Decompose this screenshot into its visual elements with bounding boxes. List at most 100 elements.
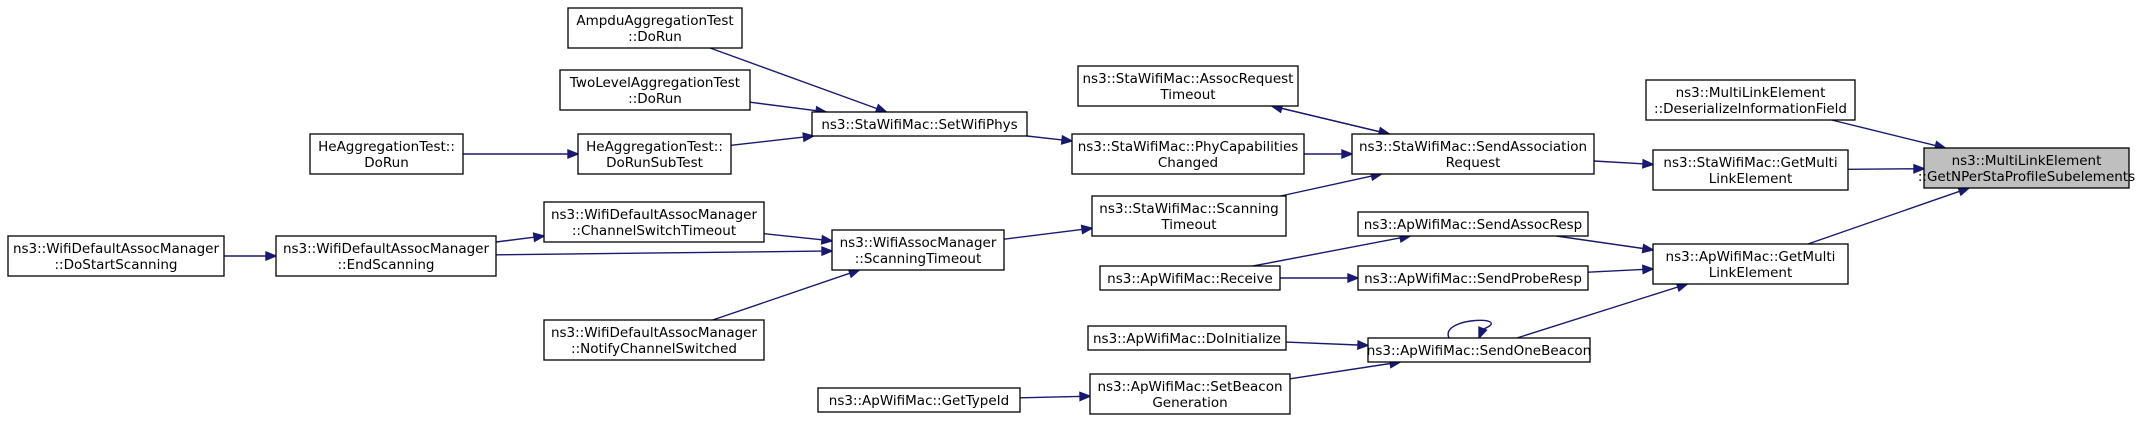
node-label: ns3::StaWifiMac::PhyCapabilities	[1078, 139, 1299, 155]
node-label: ns3::MultiLinkElement	[1676, 85, 1826, 101]
node-label: TwoLevelAggregationTest	[569, 75, 740, 91]
node-label: ::ScanningTimeout	[855, 251, 982, 267]
edge-sendonebeacon-to-ap_getml	[1516, 282, 1690, 339]
node-box	[1077, 65, 1299, 107]
node-box	[1367, 337, 1591, 363]
edge-setwifiphys-to-phycap	[1026, 134, 1074, 145]
edge-endscan-to-chswto	[495, 232, 546, 243]
node-label: ns3::WifiDefaultAssocManager	[551, 325, 758, 341]
edge-line	[730, 136, 804, 146]
edge-line	[1516, 286, 1679, 339]
edge-line	[1003, 228, 1083, 240]
node-box	[1071, 133, 1305, 175]
node-label: ns3::WifiDefaultAssocManager	[551, 207, 758, 223]
node-box	[1652, 149, 1849, 191]
edge-line	[749, 101, 817, 112]
node-sendproberesp[interactable]: ns3::ApWifiMac::SendProbeResp	[1357, 265, 1589, 291]
node-hesub[interactable]: HeAggregationTest::DoRunSubTest	[577, 133, 732, 175]
edge-line	[1019, 395, 1081, 399]
arrow-head	[1641, 243, 1655, 254]
node-box	[309, 133, 464, 175]
node-chswto[interactable]: ns3::WifiDefaultAssocManager::ChannelSwi…	[543, 201, 765, 243]
node-box	[1087, 325, 1287, 351]
node-label: Generation	[1152, 395, 1227, 411]
node-label: HeAggregationTest::	[318, 139, 455, 155]
arrow-head	[1913, 163, 1926, 174]
node-label: ns3::WifiDefaultAssocManager	[283, 241, 490, 257]
node-label: ns3::ApWifiMac::Receive	[1107, 271, 1273, 287]
edge-sendproberesp-to-ap_getml	[1587, 264, 1655, 275]
node-label: LinkElement	[1709, 265, 1793, 281]
node-label: DoRun	[364, 155, 409, 171]
node-notifych[interactable]: ns3::WifiDefaultAssocManager::NotifyChan…	[543, 319, 765, 361]
node-label: ns3::ApWifiMac::GetTypeId	[829, 393, 1009, 409]
edge-scanto-to-sendassocreq	[1280, 171, 1384, 197]
arrow-head	[874, 103, 889, 114]
node-endscan[interactable]: ns3::WifiDefaultAssocManager::EndScannin…	[275, 235, 497, 277]
node-label: ns3::WifiAssocManager	[840, 235, 997, 251]
node-label: Request	[1446, 155, 1501, 171]
node-herun[interactable]: HeAggregationTest::DoRun	[309, 133, 464, 175]
arrow-head	[1060, 134, 1074, 145]
edge-line	[1280, 175, 1372, 197]
node-deser[interactable]: ns3::MultiLinkElement::DeserializeInform…	[1645, 79, 1856, 121]
node-sendassocresp[interactable]: ns3::ApWifiMac::SendAssocResp	[1357, 211, 1589, 237]
node-label: HeAggregationTest::	[586, 139, 723, 155]
node-label: ns3::ApWifiMac::DoInitialize	[1093, 331, 1281, 347]
edge-sendassocreq-to-sta_getml	[1593, 158, 1655, 169]
arrow-head	[1347, 272, 1360, 284]
node-label: ::NotifyChannelSwitched	[571, 341, 737, 357]
node-box	[1652, 243, 1849, 285]
node-label: ns3::MultiLinkElement	[1952, 153, 2102, 169]
arrow-head	[265, 250, 278, 262]
arrow-head	[532, 232, 546, 243]
node-gettypeid[interactable]: ns3::ApWifiMac::GetTypeId	[817, 387, 1021, 413]
edge-phycap-to-sendassocreq	[1304, 148, 1354, 160]
arrow-head	[1341, 148, 1354, 160]
node-box	[567, 7, 743, 49]
arrow-head	[567, 148, 580, 160]
node-scanto[interactable]: ns3::StaWifiMac::ScanningTimeout	[1091, 195, 1287, 237]
edge-line	[495, 236, 535, 243]
node-sendonebeacon[interactable]: ns3::ApWifiMac::SendOneBeacon	[1367, 337, 1591, 363]
node-assocscanto[interactable]: ns3::WifiAssocManager::ScanningTimeout	[831, 229, 1005, 271]
arrow-head	[1478, 326, 1488, 340]
edge-line	[1289, 362, 1391, 380]
node-setwifiphys[interactable]: ns3::StaWifiMac::SetWifiPhys	[811, 111, 1028, 137]
edge-line	[495, 250, 823, 256]
node-label: AmpduAggregationTest	[576, 13, 733, 29]
node-label: ::DeserializeInformationField	[1654, 101, 1847, 117]
arrow-head	[821, 246, 834, 257]
node-label: Timeout	[1160, 217, 1216, 233]
node-label: ::ChannelSwitchTimeout	[572, 223, 736, 239]
edge-line	[712, 272, 851, 321]
arrow-head	[1080, 224, 1094, 235]
node-label: ns3::StaWifiMac::GetMulti	[1663, 155, 1837, 171]
edge-doinit-to-sendonebeacon	[1285, 339, 1370, 351]
edge-deser-to-getnper	[1831, 119, 1948, 151]
node-getnper[interactable]: ns3::MultiLinkElement::GetNPerStaProfile…	[1918, 147, 2135, 189]
node-box	[275, 235, 497, 277]
node-twolevel[interactable]: TwoLevelAggregationTest::DoRun	[559, 69, 751, 111]
node-ampdu[interactable]: AmpduAggregationTest::DoRun	[567, 7, 743, 49]
node-box	[543, 201, 765, 243]
node-box	[7, 235, 225, 277]
node-label: ns3::ApWifiMac::SendOneBeacon	[1367, 343, 1591, 359]
arrow-head	[1642, 158, 1655, 169]
edge-sendassocresp-to-ap_getml	[1556, 235, 1655, 254]
node-label: DoRunSubTest	[606, 155, 703, 171]
node-box	[831, 229, 1005, 271]
edge-line	[1281, 107, 1390, 135]
node-doinit[interactable]: ns3::ApWifiMac::DoInitialize	[1087, 325, 1287, 351]
node-dostartscan[interactable]: ns3::WifiDefaultAssocManager::DoStartSca…	[7, 235, 225, 277]
node-receive[interactable]: ns3::ApWifiMac::Receive	[1099, 265, 1281, 291]
edge-endscan-to-assocscanto	[495, 246, 834, 257]
edge-line	[1807, 190, 1960, 245]
